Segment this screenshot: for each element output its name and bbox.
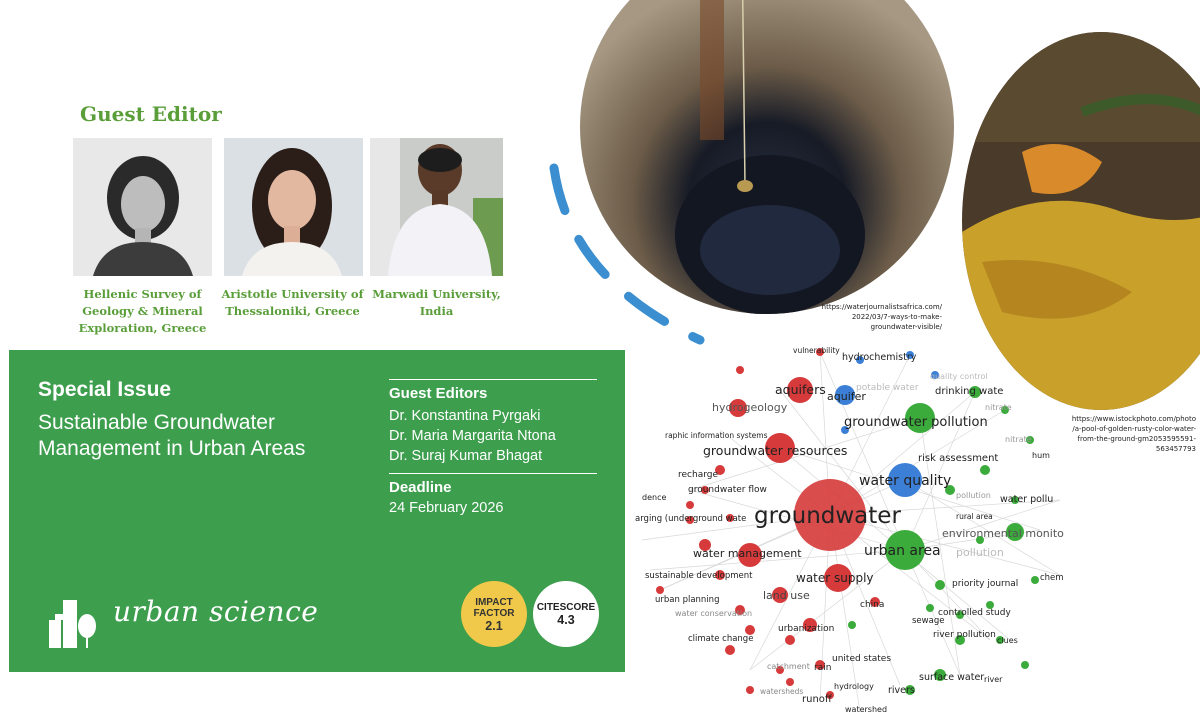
guest-editor-name: Dr. Maria Margarita Ntona (389, 428, 556, 444)
kw-land-use: land use (763, 589, 810, 602)
kw-quality-control: quality control (930, 372, 988, 381)
kw-controlled-study: controlled study (938, 608, 1011, 618)
kw-groundwater: groundwater (754, 503, 901, 529)
kw-nitrate: nitrate (1005, 435, 1032, 444)
guest-editors-list: Dr. Konstantina Pyrgaki Dr. Maria Margar… (389, 406, 556, 466)
deadline-date: 24 February 2026 (389, 500, 504, 516)
kw-china: china (860, 600, 884, 610)
dashed-arc (549, 163, 705, 345)
urban-science-logo-icon (45, 596, 97, 653)
kw-sewage: sewage (912, 616, 944, 626)
rusty-photo-caption: https://www.istockphoto.com/photo /a-poo… (1071, 415, 1196, 453)
kw-hydrogeology: hydrogeology (712, 401, 788, 414)
kw-watersheds: watersheds (760, 687, 803, 696)
journal-name: urban science (113, 595, 319, 628)
kw-hydrochemistry: hydrochemistry (842, 352, 917, 363)
kw-chem: chem (1040, 573, 1064, 583)
special-issue-title: Sustainable Groundwater Management in Ur… (38, 411, 306, 460)
guest-editor-name: Dr. Konstantina Pyrgaki (389, 408, 541, 424)
kw-rivers: rivers (888, 685, 915, 696)
guest-editor-heading: Guest Editor (80, 102, 222, 126)
kw-water-pollution: water pollu (1000, 494, 1053, 505)
kw-groundwater-resources: groundwater resources (703, 443, 847, 458)
kw-dence: dence (642, 493, 666, 502)
special-issue-label: Special Issue (38, 378, 172, 401)
keyword-network: groundwater urban area water quality gro… (635, 346, 1064, 714)
kw-drinking-water: drinking wate (935, 386, 1003, 397)
kw-watershed: watershed (845, 705, 887, 714)
kw-priority-journal: priority journal (952, 579, 1018, 589)
kw-vulnerability: vulnerability (793, 346, 840, 355)
kw-recharge: recharge (678, 470, 718, 480)
special-issue-banner: Special Issue Sustainable Groundwater Ma… (9, 350, 625, 672)
kw-united-states: united states (832, 654, 891, 664)
kw-clues: clues (997, 636, 1018, 645)
kw-urban-planning: urban planning (655, 595, 719, 605)
kw-sustainable-development: sustainable development (645, 571, 753, 581)
well-photo (580, 0, 954, 314)
kw-hydrology: hydrology (834, 682, 874, 691)
deadline-label: Deadline (389, 479, 452, 496)
kw-rain: rain (814, 663, 831, 673)
kw-climate-change: climate change (688, 634, 753, 644)
kw-risk-assessment: risk assessment (918, 453, 998, 464)
kw-urbanization: urbanization (778, 624, 834, 634)
editor-photo-1 (73, 138, 212, 276)
kw-environmental-monitoring: environmental monito (942, 527, 1064, 540)
kw-pollution-faded: pollution (956, 546, 1004, 559)
kw-groundwater-flow: groundwater flow (688, 485, 767, 495)
kw-potable-water: potable water (856, 383, 919, 393)
divider (389, 473, 597, 474)
rusty-water-photo (962, 32, 1200, 410)
kw-gis: raphic information systems (665, 431, 768, 440)
citescore-badge: CITESCORE 4.3 (533, 581, 599, 647)
kw-catchment: catchment (767, 662, 810, 671)
kw-runoff: runoff (802, 694, 833, 705)
kw-water-quality: water quality (859, 473, 951, 489)
divider (389, 379, 597, 380)
kw-urban-area: urban area (864, 543, 941, 559)
kw-aquifer: aquifer (827, 390, 866, 403)
impact-factor-badge: IMPACT FACTOR 2.1 (461, 581, 527, 647)
guest-editors-label: Guest Editors (389, 385, 488, 402)
editor-affiliation-3: Marwadi University, India (372, 287, 501, 318)
kw-recharging: arging (underground wate (635, 514, 746, 524)
editor-affiliation-2: Aristotle University of Thessaloniki, Gr… (221, 287, 364, 318)
kw-pollution: pollution (956, 491, 991, 500)
kw-river: river (984, 675, 1003, 684)
kw-aquifers: aquifers (775, 382, 826, 397)
kw-river-pollution: river pollution (933, 630, 996, 640)
kw-water-conservation: water conservation (675, 609, 752, 618)
well-photo-caption: https://waterjournalistsafrica.com/ 2022… (821, 303, 942, 331)
guest-editor-name: Dr. Suraj Kumar Bhagat (389, 448, 543, 464)
kw-groundwater-pollution: groundwater pollution (844, 415, 988, 430)
editor-affiliation-1: Hellenic Survey of Geology & Mineral Exp… (78, 287, 207, 335)
kw-hum: hum (1032, 451, 1050, 460)
kw-water-supply: water supply (796, 571, 874, 585)
kw-surface-water: surface water (919, 672, 984, 683)
editor-photo-2 (224, 138, 363, 276)
editor-photo-3 (370, 138, 503, 276)
kw-nitrate-top: nitrate (985, 403, 1012, 412)
kw-rural-area: rural area (956, 512, 993, 521)
kw-water-management: water management (693, 547, 802, 560)
